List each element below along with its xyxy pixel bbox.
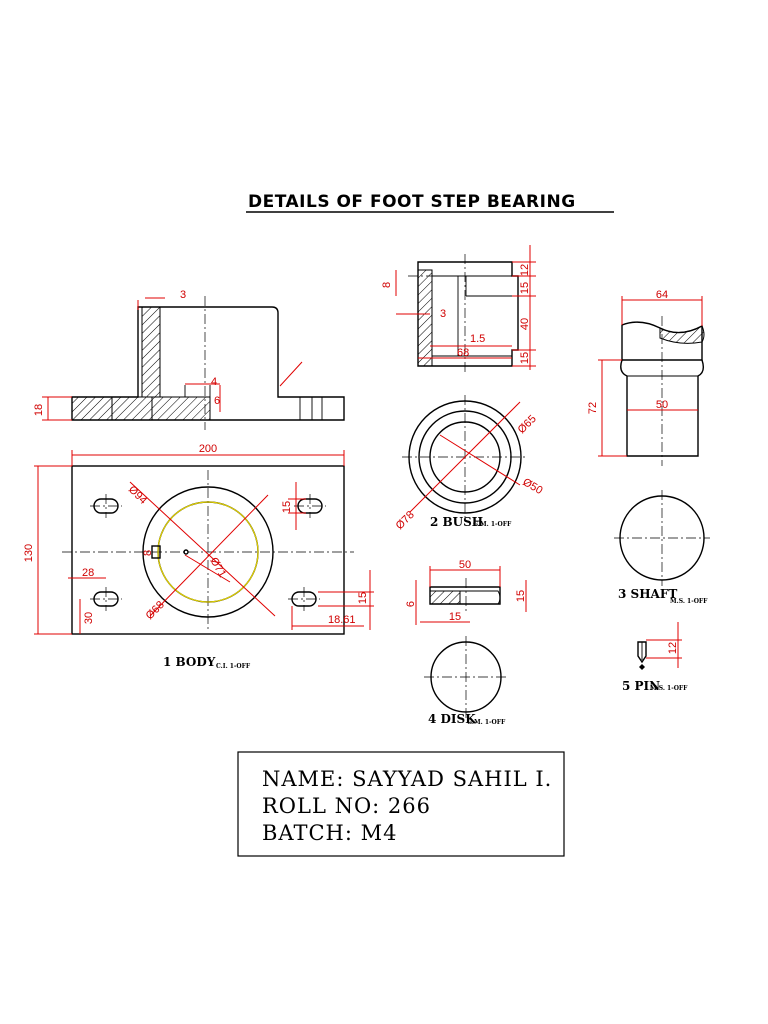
body-dim-8: 8 [142,550,154,556]
disk-dim-15-bottom: 15 [449,611,461,623]
bush-dim-1-5: 1.5 [470,333,485,345]
bush-material: G.M. 1-OFF [473,521,512,528]
body-dim-phi71: Ø71 [207,556,228,580]
slot-bottom-right [288,587,320,611]
body-material: C.I. 1-OFF [216,663,251,670]
drawing-title: DETAILS OF FOOT STEP BEARING [248,192,576,212]
slot-top-left [90,494,122,518]
shaft-label: 3 SHAFT [618,587,677,601]
body-dim-15-right: 15 [357,592,369,604]
bush-label: 2 BUSH [430,515,483,529]
body-dim-28: 28 [82,567,94,579]
body-label: 1 BODY [163,655,216,669]
disk-dim-50: 50 [459,559,471,571]
bush-dim-8: 8 [381,282,393,288]
slot-top-right [294,494,326,518]
body-dim-200: 200 [199,443,217,455]
pin-dim-12: 12 [667,642,679,654]
body-dim-phi94: Ø94 [126,484,149,507]
body-dim-6: 6 [214,395,220,407]
bush-dim-3: 3 [440,308,446,320]
bush-top-view: Ø65 Ø50 Ø78 [394,395,545,532]
disk-dim-15-right: 15 [515,590,527,602]
roll-number: ROLL NO: 266 [262,794,431,818]
student-name: NAME: SAYYAD SAHIL I. [262,767,552,791]
disk-label: 4 DISK [428,712,476,726]
bush-dim-phi50: Ø50 [521,476,545,497]
body-dim-18-61: 18.61 [328,614,356,626]
body-dim-30: 30 [83,612,95,624]
info-box [237,751,565,857]
body-front-view: 3 4 6 18 [33,289,345,430]
disk-section-view: 50 6 15 15 [405,559,527,625]
disk-dim-6: 6 [405,601,417,607]
body-dim-130: 130 [23,544,35,562]
body-dim-3: 3 [180,289,186,301]
shaft-front-view: 64 72 50 [587,289,705,466]
pin-material: M.S. 1-OFF [650,685,688,692]
shaft-material: M.S. 1-OFF [670,598,708,605]
bush-dim-40: 40 [519,318,531,330]
bush-dim-phi78: Ø78 [394,509,417,532]
body-dim-18: 18 [33,404,45,416]
batch: BATCH: M4 [262,821,397,845]
bush-section-view: 8 3 12 15 40 15 1.5 68 [381,245,536,374]
shaft-dim-50: 50 [656,399,668,411]
body-dim-4: 4 [211,376,217,388]
shaft-top-view [614,490,710,586]
bush-dim-68: 68 [457,347,469,359]
body-top-view: 200 130 [23,443,374,635]
shaft-dim-64: 64 [656,289,668,301]
shaft-dim-72: 72 [587,402,599,414]
slot-bottom-left [90,587,122,611]
bush-dim-phi65: Ø65 [516,413,539,436]
disk-material: G.M. 1-OFF [467,719,506,726]
disk-top-view [424,636,508,718]
pin-label: 5 PIN [622,679,660,693]
body-dim-15-top: 15 [281,501,293,513]
bush-dim-15-bottom: 15 [519,352,531,364]
pin-view: 12 [637,622,682,670]
bush-dim-15-top: 15 [519,282,531,294]
bush-dim-12: 12 [519,264,531,276]
